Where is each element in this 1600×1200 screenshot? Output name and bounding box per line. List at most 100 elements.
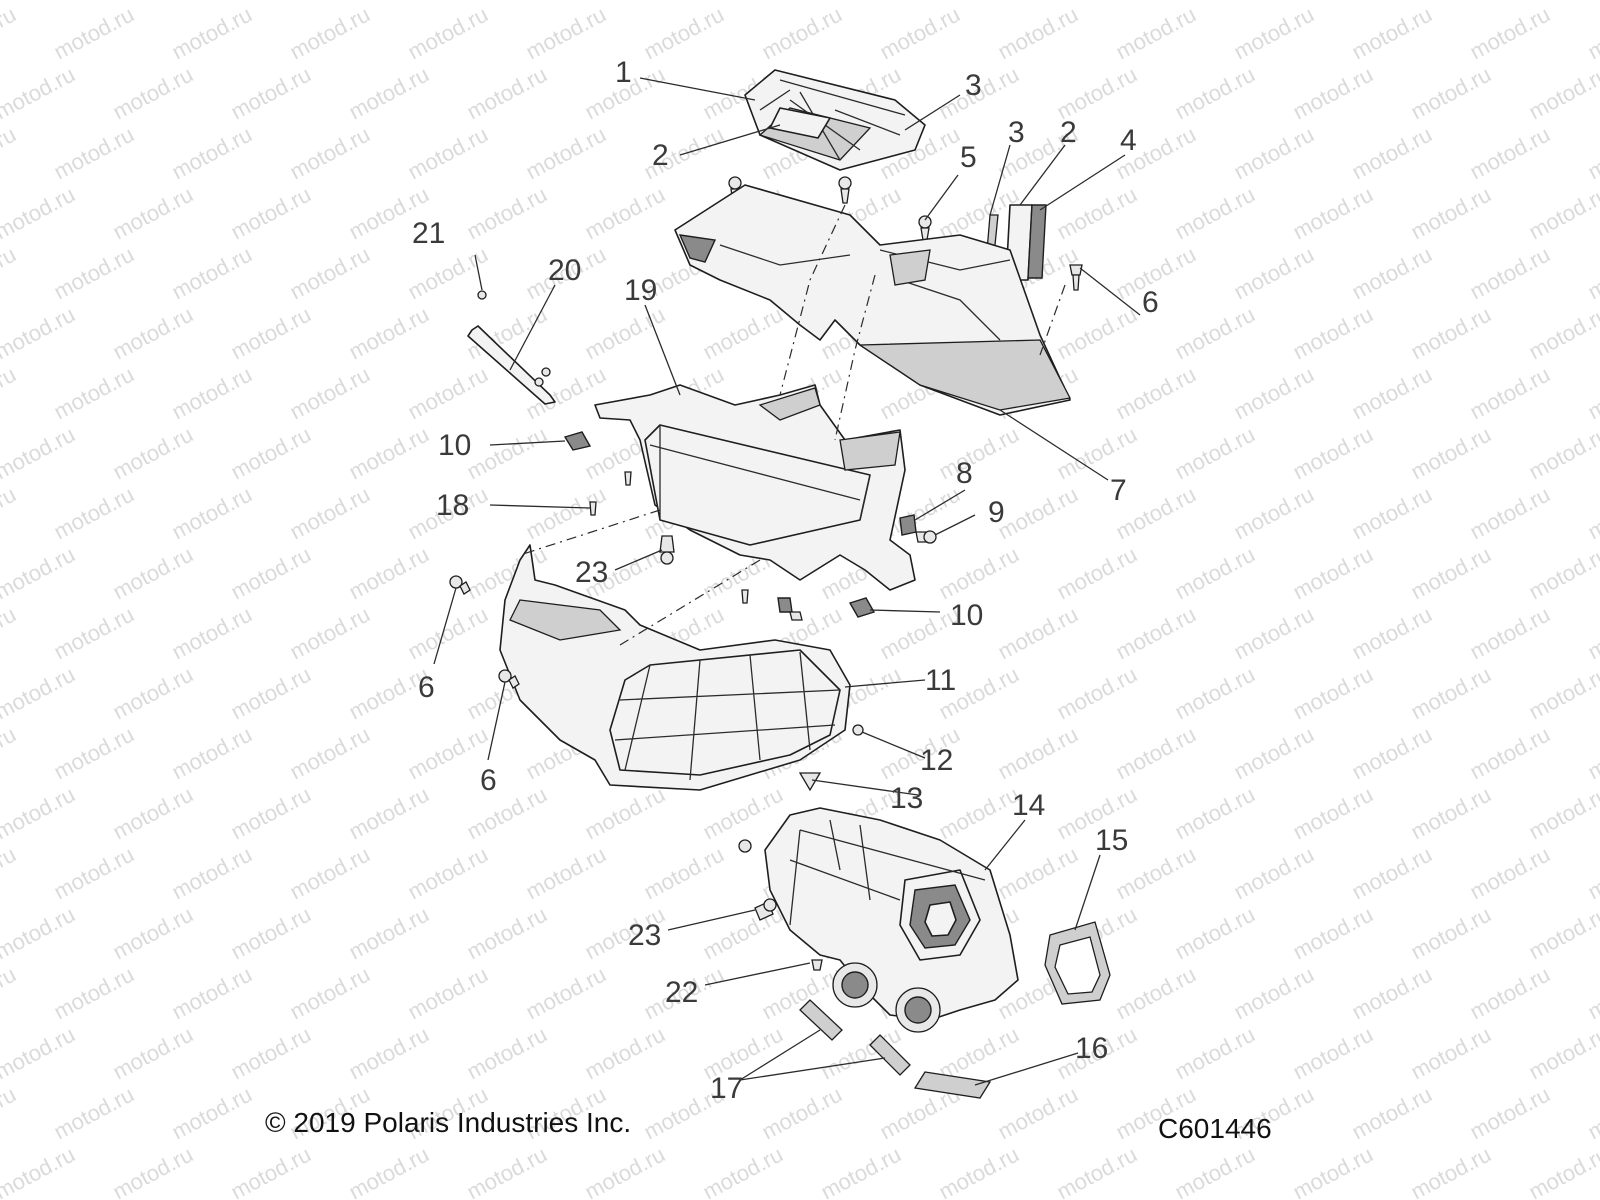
part-air-box <box>764 807 1019 1033</box>
watermark-text: motod.ru <box>404 122 492 185</box>
watermark-text: motod.ru <box>0 362 20 425</box>
watermark-text: motod.ru <box>1171 1142 1259 1200</box>
watermark-text: motod.ru <box>1466 602 1554 665</box>
callout-10-lower: 10 <box>950 599 983 632</box>
part-mid-duct-housing <box>594 384 916 591</box>
watermark-text: motod.ru <box>0 1142 79 1200</box>
watermark-text: motod.ru <box>50 122 138 185</box>
watermark-text: motod.ru <box>1171 302 1259 365</box>
callout-23-upper: 23 <box>575 556 608 589</box>
watermark-text: motod.ru <box>1525 1142 1600 1200</box>
watermark-text: motod.ru <box>1407 542 1495 605</box>
watermark-text: motod.ru <box>1053 62 1141 125</box>
watermark-text: motod.ru <box>0 422 79 485</box>
watermark-text: motod.ru <box>1466 122 1554 185</box>
watermark-text: motod.ru <box>1053 1142 1141 1200</box>
watermark-text: motod.ru <box>109 1142 197 1200</box>
watermark-text: motod.ru <box>1348 962 1436 1025</box>
part-grommet-bolt <box>899 514 937 544</box>
watermark-text: motod.ru <box>1171 662 1259 725</box>
callout-15: 15 <box>1095 824 1128 857</box>
watermark-text: motod.ru <box>1525 662 1600 725</box>
callout-4: 4 <box>1120 124 1137 157</box>
watermark-text: motod.ru <box>1230 362 1318 425</box>
watermark-text: motod.ru <box>522 842 610 905</box>
watermark-text: motod.ru <box>168 242 256 305</box>
watermark-text: motod.ru <box>522 2 610 65</box>
watermark-text: motod.ru <box>1289 422 1377 485</box>
callout-11: 11 <box>925 664 956 697</box>
callout-13: 13 <box>890 782 923 815</box>
part-clamps <box>799 999 911 1076</box>
part-label-plate <box>913 1071 992 1099</box>
watermark-text: motod.ru <box>1407 422 1495 485</box>
watermark-text: motod.ru <box>1466 2 1554 65</box>
watermark-text: motod.ru <box>1053 302 1141 365</box>
assembly-dashed-lines <box>519 204 1066 646</box>
watermark-text: motod.ru <box>1289 1142 1377 1200</box>
watermark-text: motod.ru <box>286 602 374 665</box>
watermark-text: motod.ru <box>0 542 79 605</box>
watermark-text: motod.ru <box>345 782 433 845</box>
watermark-text: motod.ru <box>50 842 138 905</box>
watermark-text: motod.ru <box>581 1142 669 1200</box>
watermark-text: motod.ru <box>0 2 20 65</box>
callout-18: 18 <box>436 489 469 522</box>
watermark-text: motod.ru <box>286 242 374 305</box>
watermark-text: motod.ru <box>1289 302 1377 365</box>
watermark-text: motod.ru <box>581 782 669 845</box>
watermark-text: motod.ru <box>1348 842 1436 905</box>
leader-lines <box>433 77 1141 1086</box>
watermark-text: motod.ru <box>50 962 138 1025</box>
watermark-text: motod.ru <box>1525 0 1600 4</box>
watermark-text: motod.ru <box>1171 422 1259 485</box>
callout-1: 1 <box>615 56 632 89</box>
watermark-text: motod.ru <box>0 242 20 305</box>
callout-16: 16 <box>1075 1032 1108 1065</box>
watermark-text: motod.ru <box>0 182 79 245</box>
watermark-text: motod.ru <box>286 122 374 185</box>
part-gasket-ring <box>1044 921 1111 1005</box>
watermark-text: motod.ru <box>0 62 79 125</box>
watermark-text: motod.ru <box>876 2 964 65</box>
part-clips <box>563 431 876 618</box>
watermark-text: motod.ru <box>404 842 492 905</box>
watermark-text: motod.ru <box>227 1142 315 1200</box>
watermark-text: motod.ru <box>1525 542 1600 605</box>
watermark-text: motod.ru <box>463 1022 551 1085</box>
watermark-text: motod.ru <box>758 2 846 65</box>
watermark-text: motod.ru <box>1407 782 1495 845</box>
watermark-text: motod.ru <box>1466 842 1554 905</box>
watermark-text: motod.ru <box>463 422 551 485</box>
watermark-text: motod.ru <box>0 722 20 785</box>
watermark-text: motod.ru <box>227 1022 315 1085</box>
watermark-text: motod.ru <box>1348 1082 1436 1145</box>
watermark-text: motod.ru <box>168 842 256 905</box>
watermark-text: motod.ru <box>994 842 1082 905</box>
watermark-text: motod.ru <box>1230 2 1318 65</box>
callout-6-upper: 6 <box>1142 286 1159 319</box>
callout-5: 5 <box>960 141 977 174</box>
watermark-text: motod.ru <box>1407 302 1495 365</box>
watermark-text: motod.ru <box>1112 362 1200 425</box>
watermark-text: motod.ru <box>0 1022 79 1085</box>
callout-8: 8 <box>956 457 973 490</box>
watermark-text: motod.ru <box>1053 182 1141 245</box>
watermark-text: motod.ru <box>1584 962 1600 1025</box>
watermark-text: motod.ru <box>699 302 787 365</box>
watermark-text: motod.ru <box>1584 1082 1600 1145</box>
part-pins <box>589 471 749 604</box>
watermark-text: motod.ru <box>50 362 138 425</box>
watermark-text: motod.ru <box>168 2 256 65</box>
watermark-text: motod.ru <box>1053 542 1141 605</box>
watermark-text: motod.ru <box>581 182 669 245</box>
watermark-text: motod.ru <box>1053 662 1141 725</box>
watermark-text: motod.ru <box>0 662 79 725</box>
watermark-text: motod.ru <box>0 602 20 665</box>
watermark-text: motod.ru <box>1348 602 1436 665</box>
watermark-text: motod.ru <box>109 302 197 365</box>
watermark-text: motod.ru <box>1230 842 1318 905</box>
watermark-text: motod.ru <box>1584 362 1600 425</box>
watermark-text: motod.ru <box>1289 782 1377 845</box>
